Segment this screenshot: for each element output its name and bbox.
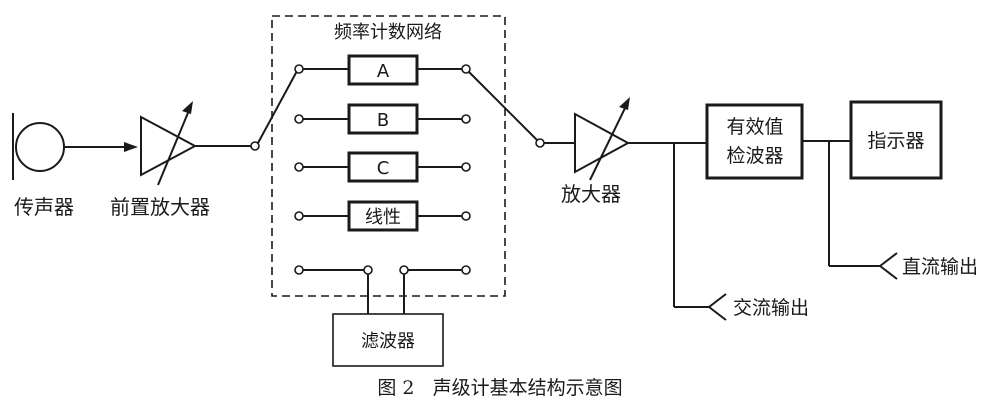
frequency-network-box [271,15,506,297]
dc-output-tap [828,141,898,280]
microphone-symbol [12,113,65,180]
network-output-node [535,138,545,148]
rms-detector-block [705,103,804,180]
network-input-node [250,141,260,151]
linear-label: 线性 [365,207,401,228]
rms-detector-label-line1: 有效值 [726,116,783,138]
indicator-label: 指示器 [867,130,924,152]
branch-c [294,151,471,183]
mic-to-preamp-wire [64,142,138,152]
microphone-label: 传声器 [14,195,74,219]
filter-branch [294,265,471,367]
ac-output-tap [673,143,727,321]
preamplifier-symbol [140,101,198,186]
ac-output-label: 交流输出 [733,297,809,319]
branch-b [294,103,471,135]
input-switch-arm [257,70,298,144]
filter-label: 滤波器 [361,331,415,352]
branch-a [294,54,471,86]
frequency-network-title: 频率计数网络 [334,22,442,43]
amplifier-symbol [574,97,631,181]
indicator-block [849,100,943,180]
filter-c-label: C [377,158,390,179]
filter-a-label: A [377,61,390,82]
amplifier-label: 放大器 [561,182,621,206]
rms-detector-label-line2: 检波器 [726,145,783,167]
figure-caption: 图 2 声级计基本结构示意图 [377,377,622,399]
dc-output-label: 直流输出 [902,256,978,278]
branch-linear [294,200,471,232]
filter-b-label: B [377,110,389,131]
preamplifier-label: 前置放大器 [110,195,210,219]
output-switch-arm [468,71,539,142]
